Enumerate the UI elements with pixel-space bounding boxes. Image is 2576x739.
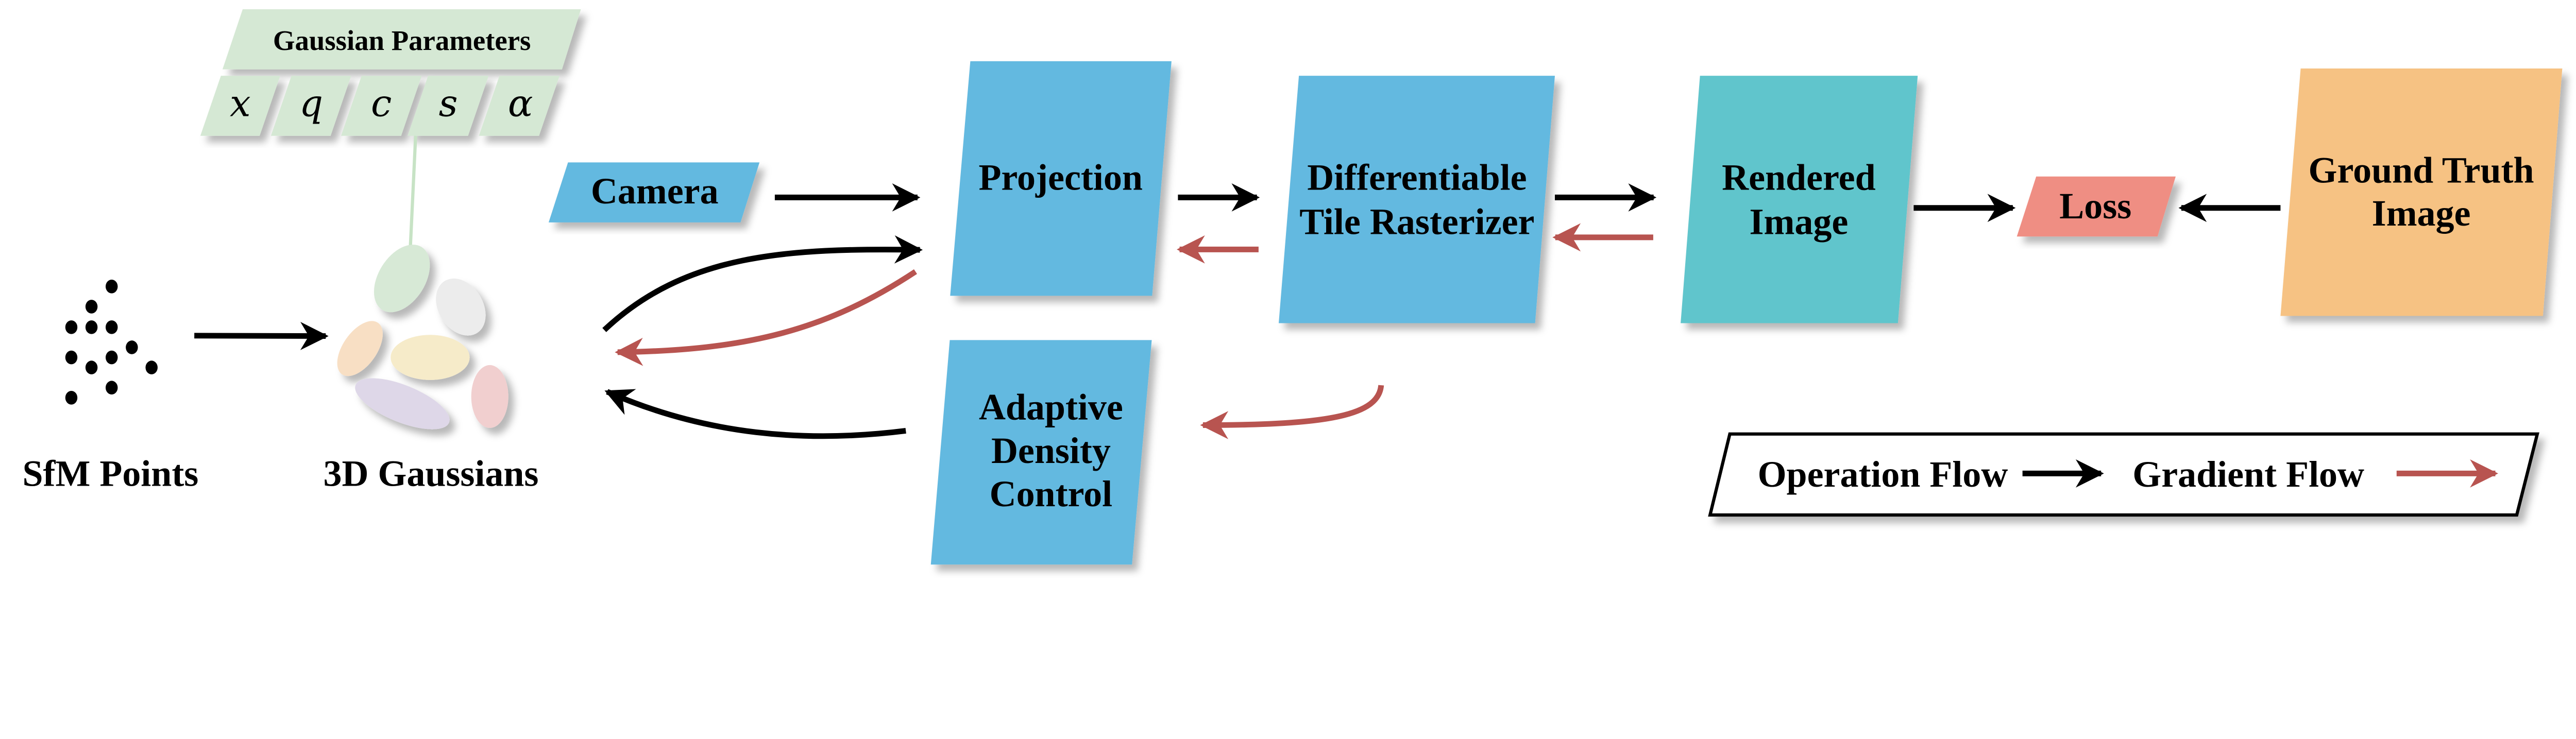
camera-label: Camera bbox=[591, 170, 719, 212]
param-cell-x bbox=[200, 76, 280, 136]
rendered-image-node bbox=[1681, 76, 1918, 323]
arrow-gaussians-to-projection bbox=[602, 235, 923, 332]
gaussian-parameters-title: Gaussian Parameters bbox=[273, 25, 531, 56]
rendered-image-label-line1: Rendered bbox=[1722, 157, 1876, 198]
param-symbol-x: x bbox=[230, 81, 251, 125]
adaptive-density-control-node bbox=[930, 340, 1152, 565]
param-symbol-c: c bbox=[371, 81, 392, 125]
3d-gaussians-label: 3D Gaussians bbox=[323, 453, 538, 494]
arrow-adc-to-gaussians bbox=[604, 389, 906, 439]
gaussian-parameters-header bbox=[222, 9, 581, 70]
camera-node bbox=[548, 162, 760, 222]
param-symbol-q: q bbox=[299, 81, 323, 125]
projection-label: Projection bbox=[978, 157, 1142, 198]
gaussian-parameters: Gaussian Parameters x q c s α bbox=[200, 9, 581, 247]
sfm-points-label: SfM Points bbox=[22, 453, 198, 494]
param-cell-s bbox=[408, 76, 489, 136]
rendered-image-label-line2: Image bbox=[1749, 201, 1848, 243]
rasterizer-node bbox=[1278, 76, 1555, 323]
rasterizer-label-line2: Tile Rasterizer bbox=[1299, 201, 1534, 243]
parameter-connector-line bbox=[409, 135, 417, 247]
param-symbol-s: s bbox=[439, 81, 458, 125]
ground-truth-label-line2: Image bbox=[2372, 193, 2471, 234]
ground-truth-label-line1: Ground Truth bbox=[2309, 149, 2534, 191]
projection-node bbox=[950, 61, 1172, 296]
param-cell-alpha bbox=[479, 76, 560, 136]
legend-box bbox=[1708, 432, 2539, 517]
param-cell-q bbox=[270, 76, 351, 136]
loss-node bbox=[2016, 176, 2176, 237]
adc-label-line2: Density bbox=[991, 430, 1111, 471]
adc-label-line1: Adaptive bbox=[979, 387, 1123, 428]
param-symbol-alpha: α bbox=[508, 81, 533, 125]
legend-operation-flow-label: Operation Flow bbox=[1758, 454, 2008, 495]
adc-label-line3: Control bbox=[990, 473, 1113, 514]
sfm-points-cloud bbox=[65, 280, 158, 405]
rasterizer-label-line1: Differentiable bbox=[1307, 157, 1527, 198]
legend-gradient-flow-label: Gradient Flow bbox=[2132, 454, 2364, 495]
gaussian-ellipsoids bbox=[337, 245, 509, 429]
legend: Operation Flow Gradient Flow bbox=[1708, 432, 2539, 517]
param-cell-c bbox=[341, 76, 422, 136]
loss-label: Loss bbox=[2059, 185, 2131, 227]
pipeline-diagram: Gaussian Parameters x q c s α SfM Points bbox=[22, 9, 2563, 565]
ground-truth-image-node bbox=[2280, 68, 2563, 316]
gradient-projection-to-gaussians bbox=[615, 269, 918, 366]
gradient-rasterizer-to-adc bbox=[1200, 385, 1384, 439]
